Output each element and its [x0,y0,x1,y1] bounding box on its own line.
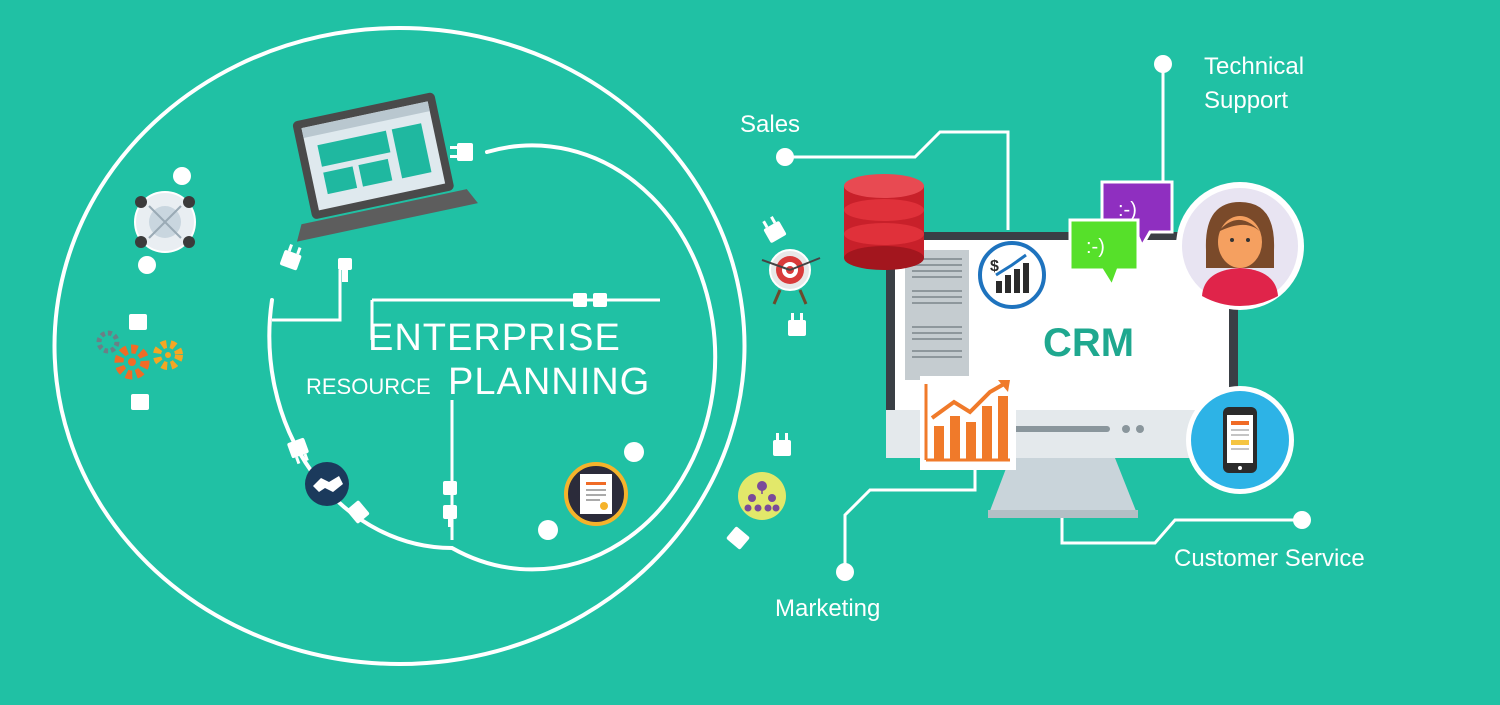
crm-connector-lines [785,66,1302,572]
dollar-sign: $ [990,258,999,275]
label-customer-service: Customer Service [1174,545,1365,572]
mobile-phone-icon [1186,386,1294,494]
label-support: Support [1204,87,1288,114]
label-technical: Technical [1204,53,1304,80]
crm-screen-label: CRM [1043,321,1134,365]
team-meeting-icon [134,191,196,253]
org-chart-icon [738,472,786,520]
plug-connectors [129,143,806,550]
label-sales: Sales [740,111,800,138]
erp-title-planning: PLANNING [448,361,650,403]
chat-face-green: :-) [1086,236,1105,258]
support-agent-avatar [1176,182,1304,310]
crm-endpoint-dots [776,55,1311,581]
document-icon [564,462,628,526]
erp-title-line1: ENTERPRISE [368,317,621,359]
growth-chart-icon [920,376,1016,470]
label-marketing: Marketing [775,595,880,622]
ring-node-dots [138,167,644,540]
erp-title-resource: RESOURCE [306,374,431,399]
gears-icon [96,330,183,380]
dollar-growth-icon: $ [978,241,1046,309]
chat-face-purple: :-) [1118,199,1137,221]
chat-bubble-green: :-) [1068,218,1140,290]
erp-outer-ring [52,26,747,666]
database-icon [844,174,924,270]
laptop-icon [292,92,478,242]
target-icon [761,249,821,305]
handshake-icon [305,462,349,506]
